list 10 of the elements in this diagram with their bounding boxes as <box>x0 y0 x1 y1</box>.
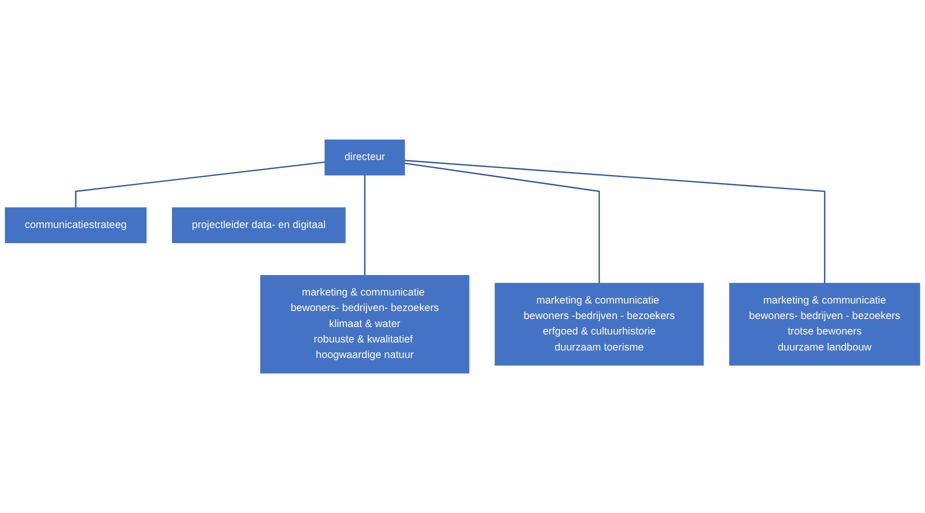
node-box: marketing & communicatie bewoners- bedrijven - bezoekers trotse bewoners duurzame landbouw <box>729 282 920 366</box>
connector <box>364 175 366 276</box>
connector <box>75 162 326 208</box>
connector <box>404 162 600 284</box>
node-box: directeur <box>324 140 405 176</box>
connector <box>404 160 826 284</box>
node-box: marketing & communicatie bewoners- bedrijven- bezoekers klimaat & water robuuste & kwalitatief hoogwaardige natuur <box>260 275 470 374</box>
node-box: communicatiestrateeg <box>4 207 147 244</box>
node-box: marketing & communicatie bewoners -bedrijven - bezoekers erfgoed & cultuurhistorie duurzaam toerisme <box>494 282 704 366</box>
node-box: projectleider data- en digitaal <box>172 207 346 244</box>
